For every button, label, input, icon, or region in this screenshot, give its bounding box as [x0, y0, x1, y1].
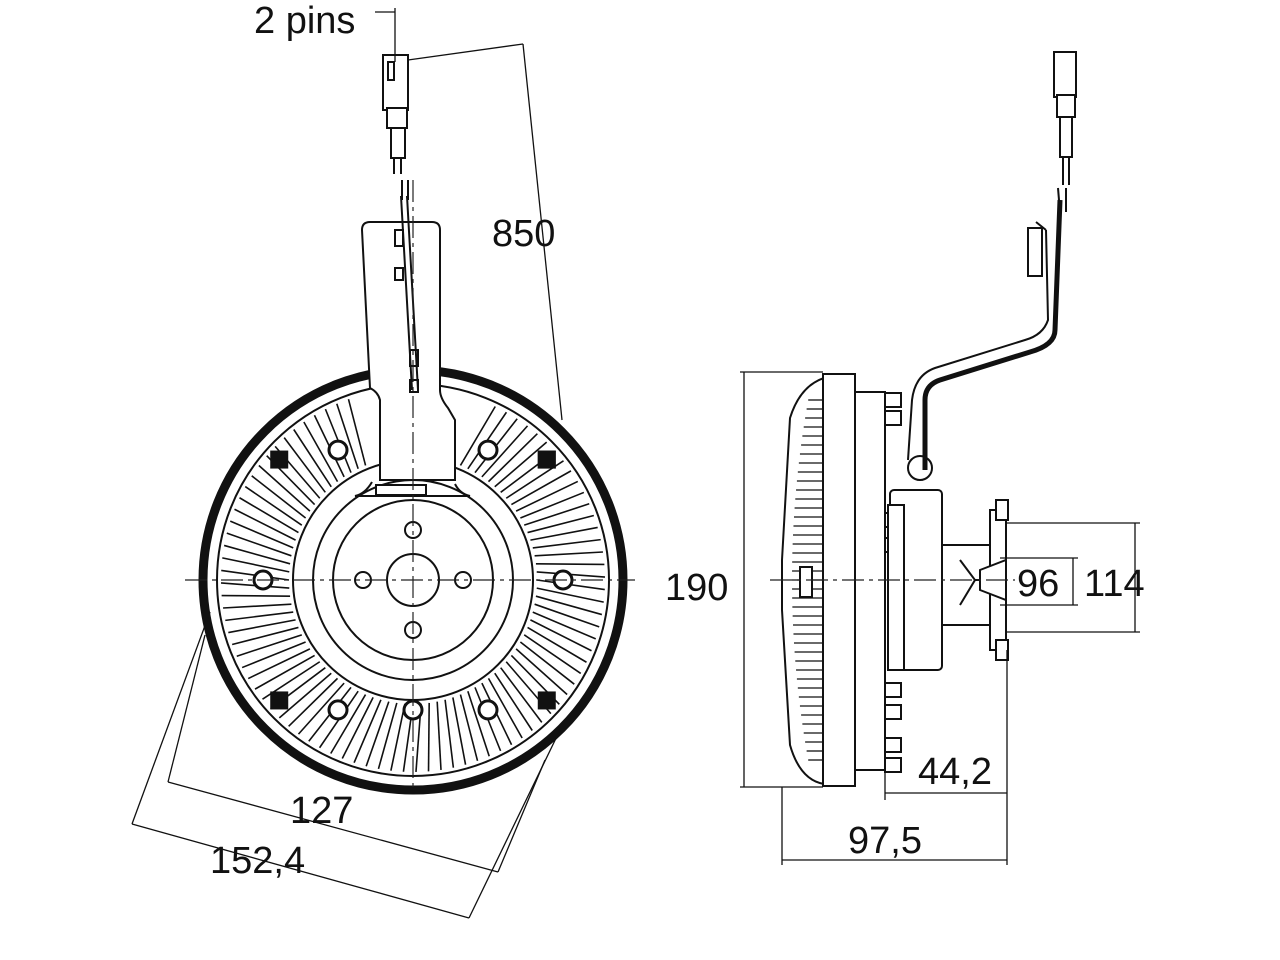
rim-screw — [327, 439, 349, 461]
fin — [247, 648, 311, 680]
fin — [251, 475, 307, 519]
fin — [459, 694, 479, 762]
fin — [427, 702, 430, 772]
fin — [494, 441, 548, 488]
fin — [500, 667, 543, 723]
fin — [487, 433, 538, 483]
label-pilot-diameter: 152,4 — [210, 840, 305, 882]
side-bolts — [884, 392, 902, 773]
fin — [532, 611, 597, 640]
rim-screw — [537, 691, 556, 710]
fin — [535, 563, 605, 566]
fin — [365, 701, 390, 767]
side-view — [740, 51, 1140, 865]
fin — [341, 697, 374, 759]
rim-screw — [537, 450, 556, 469]
fin — [297, 682, 345, 735]
rim-screw — [270, 691, 289, 710]
fin — [353, 699, 382, 764]
fin — [510, 470, 572, 506]
fin — [523, 634, 582, 675]
fin — [467, 690, 490, 757]
fin — [530, 619, 592, 652]
side-bolt — [884, 757, 902, 773]
fin — [527, 626, 587, 663]
fin — [239, 497, 299, 534]
fin — [377, 702, 398, 770]
fin — [536, 587, 604, 603]
cooling-fins — [220, 398, 606, 773]
fin — [226, 532, 292, 557]
fin — [288, 677, 339, 727]
rim-screw — [270, 450, 289, 469]
label-outer-diameter: 190 — [665, 567, 728, 609]
sensor-cable — [382, 54, 419, 391]
fin — [254, 654, 316, 690]
side-bolt — [884, 410, 902, 426]
fin — [258, 464, 311, 512]
fin — [244, 485, 303, 526]
fin — [436, 701, 442, 770]
fin — [532, 538, 601, 549]
fin — [534, 603, 600, 628]
label-overall-depth: 97,5 — [848, 820, 922, 862]
fin — [487, 677, 523, 739]
fin — [234, 508, 296, 541]
fin — [283, 437, 326, 493]
label-cable-length: 850 — [492, 213, 555, 255]
fin — [293, 429, 332, 488]
fin — [534, 551, 603, 557]
fin — [241, 641, 306, 669]
fin — [278, 672, 332, 719]
fin — [223, 603, 292, 609]
front-view — [131, 8, 635, 919]
fin — [222, 557, 290, 573]
label-hub-depth: 44,2 — [918, 751, 992, 793]
fin — [229, 520, 294, 549]
fin — [221, 594, 291, 597]
rim-screw — [477, 699, 499, 721]
fin — [523, 503, 590, 526]
label-inner-bore: 96 — [1017, 563, 1059, 605]
fin — [225, 611, 294, 622]
dimension-diameters-front — [131, 611, 561, 919]
dimension-cable-length — [375, 8, 563, 421]
fin — [515, 480, 579, 512]
side-bolt — [884, 392, 902, 408]
side-bolt — [884, 682, 902, 698]
rim-screw — [327, 699, 349, 721]
side-bolt — [884, 737, 902, 753]
fin — [336, 403, 359, 470]
fin — [459, 406, 496, 466]
side-bolt — [884, 704, 902, 720]
fin — [494, 672, 533, 731]
fin — [444, 699, 455, 768]
fin — [330, 694, 367, 754]
label-pins: 2 pins — [254, 0, 355, 42]
fin — [452, 697, 467, 765]
rim-screw — [477, 439, 499, 461]
label-bolt-circle: 127 — [290, 790, 353, 832]
label-flange-diameter: 114 — [1084, 563, 1145, 605]
fin — [535, 595, 603, 616]
fin — [390, 703, 406, 771]
fin — [481, 425, 529, 478]
fin — [527, 514, 595, 534]
fin — [236, 634, 303, 657]
fin — [347, 398, 367, 466]
fin — [228, 619, 296, 634]
fin — [231, 626, 299, 646]
fin — [520, 491, 585, 519]
fin — [303, 421, 339, 483]
fin — [515, 648, 568, 696]
fin — [530, 526, 598, 541]
fin — [223, 544, 291, 565]
fin — [519, 641, 575, 685]
